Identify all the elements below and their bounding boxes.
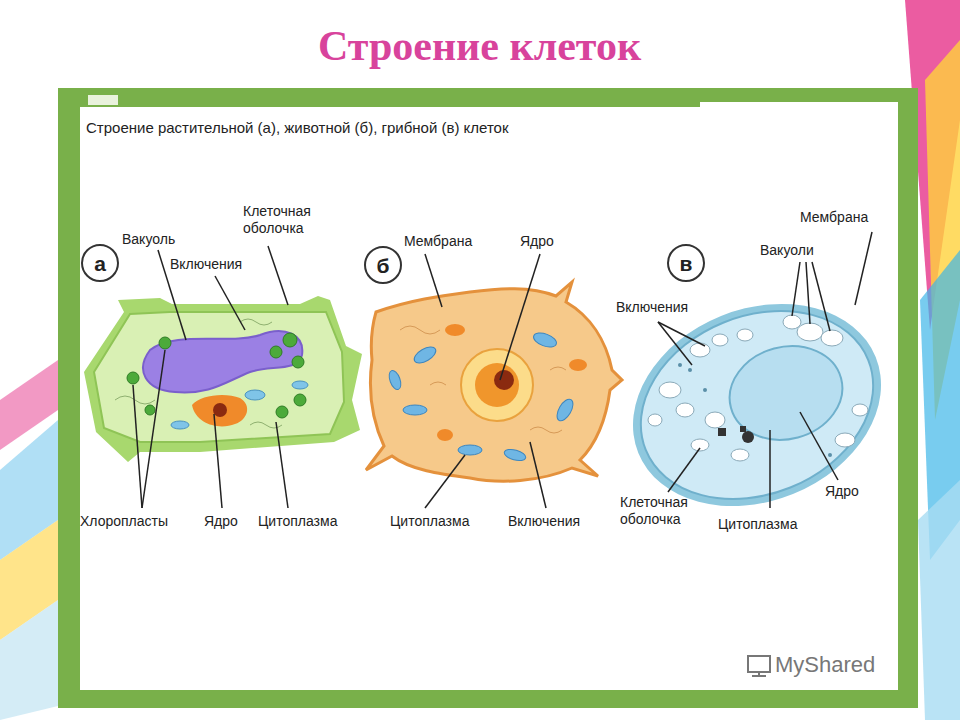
- part-label: Ядро: [204, 513, 238, 530]
- part-label: Включения: [616, 299, 688, 316]
- part-label: Мембрана: [404, 233, 472, 250]
- panel: [80, 102, 898, 690]
- panel-top: [80, 102, 700, 107]
- part-label: Включения: [170, 256, 242, 273]
- tab: [88, 95, 118, 105]
- part-label: Включения: [508, 513, 580, 530]
- frame: [58, 88, 918, 708]
- panel-letter: а: [94, 253, 106, 274]
- panel-letter: б: [377, 255, 390, 276]
- watermark: MyShared: [775, 652, 875, 678]
- part-label: Цитоплазма: [718, 516, 797, 533]
- panel-letter: в: [680, 253, 693, 274]
- animal-cell: [366, 282, 622, 481]
- letter-circle: в: [667, 244, 705, 282]
- figure-caption: Строение растительной (а), животной (б),…: [86, 119, 509, 136]
- part-label: Хлоропласты: [80, 513, 168, 530]
- part-label: Клеточная оболочка: [243, 203, 343, 237]
- part-label: Мембрана: [800, 209, 868, 226]
- fungal-cell: [602, 268, 911, 542]
- part-label: Ядро: [825, 483, 859, 500]
- part-label: Клеточная оболочка: [620, 494, 710, 528]
- plant-cell: [84, 296, 362, 462]
- part-label: Вакуоли: [760, 242, 814, 259]
- leader-lines: [133, 232, 872, 508]
- letter-circle: а: [81, 244, 119, 282]
- slide-title: Строение клеток: [318, 22, 641, 70]
- watermark-icon: [748, 656, 770, 676]
- part-label: Ядро: [520, 233, 554, 250]
- part-label: Цитоплазма: [390, 513, 469, 530]
- part-label: Цитоплазма: [258, 513, 337, 530]
- part-label: Вакуоль: [122, 231, 175, 248]
- letter-circle: б: [364, 246, 402, 284]
